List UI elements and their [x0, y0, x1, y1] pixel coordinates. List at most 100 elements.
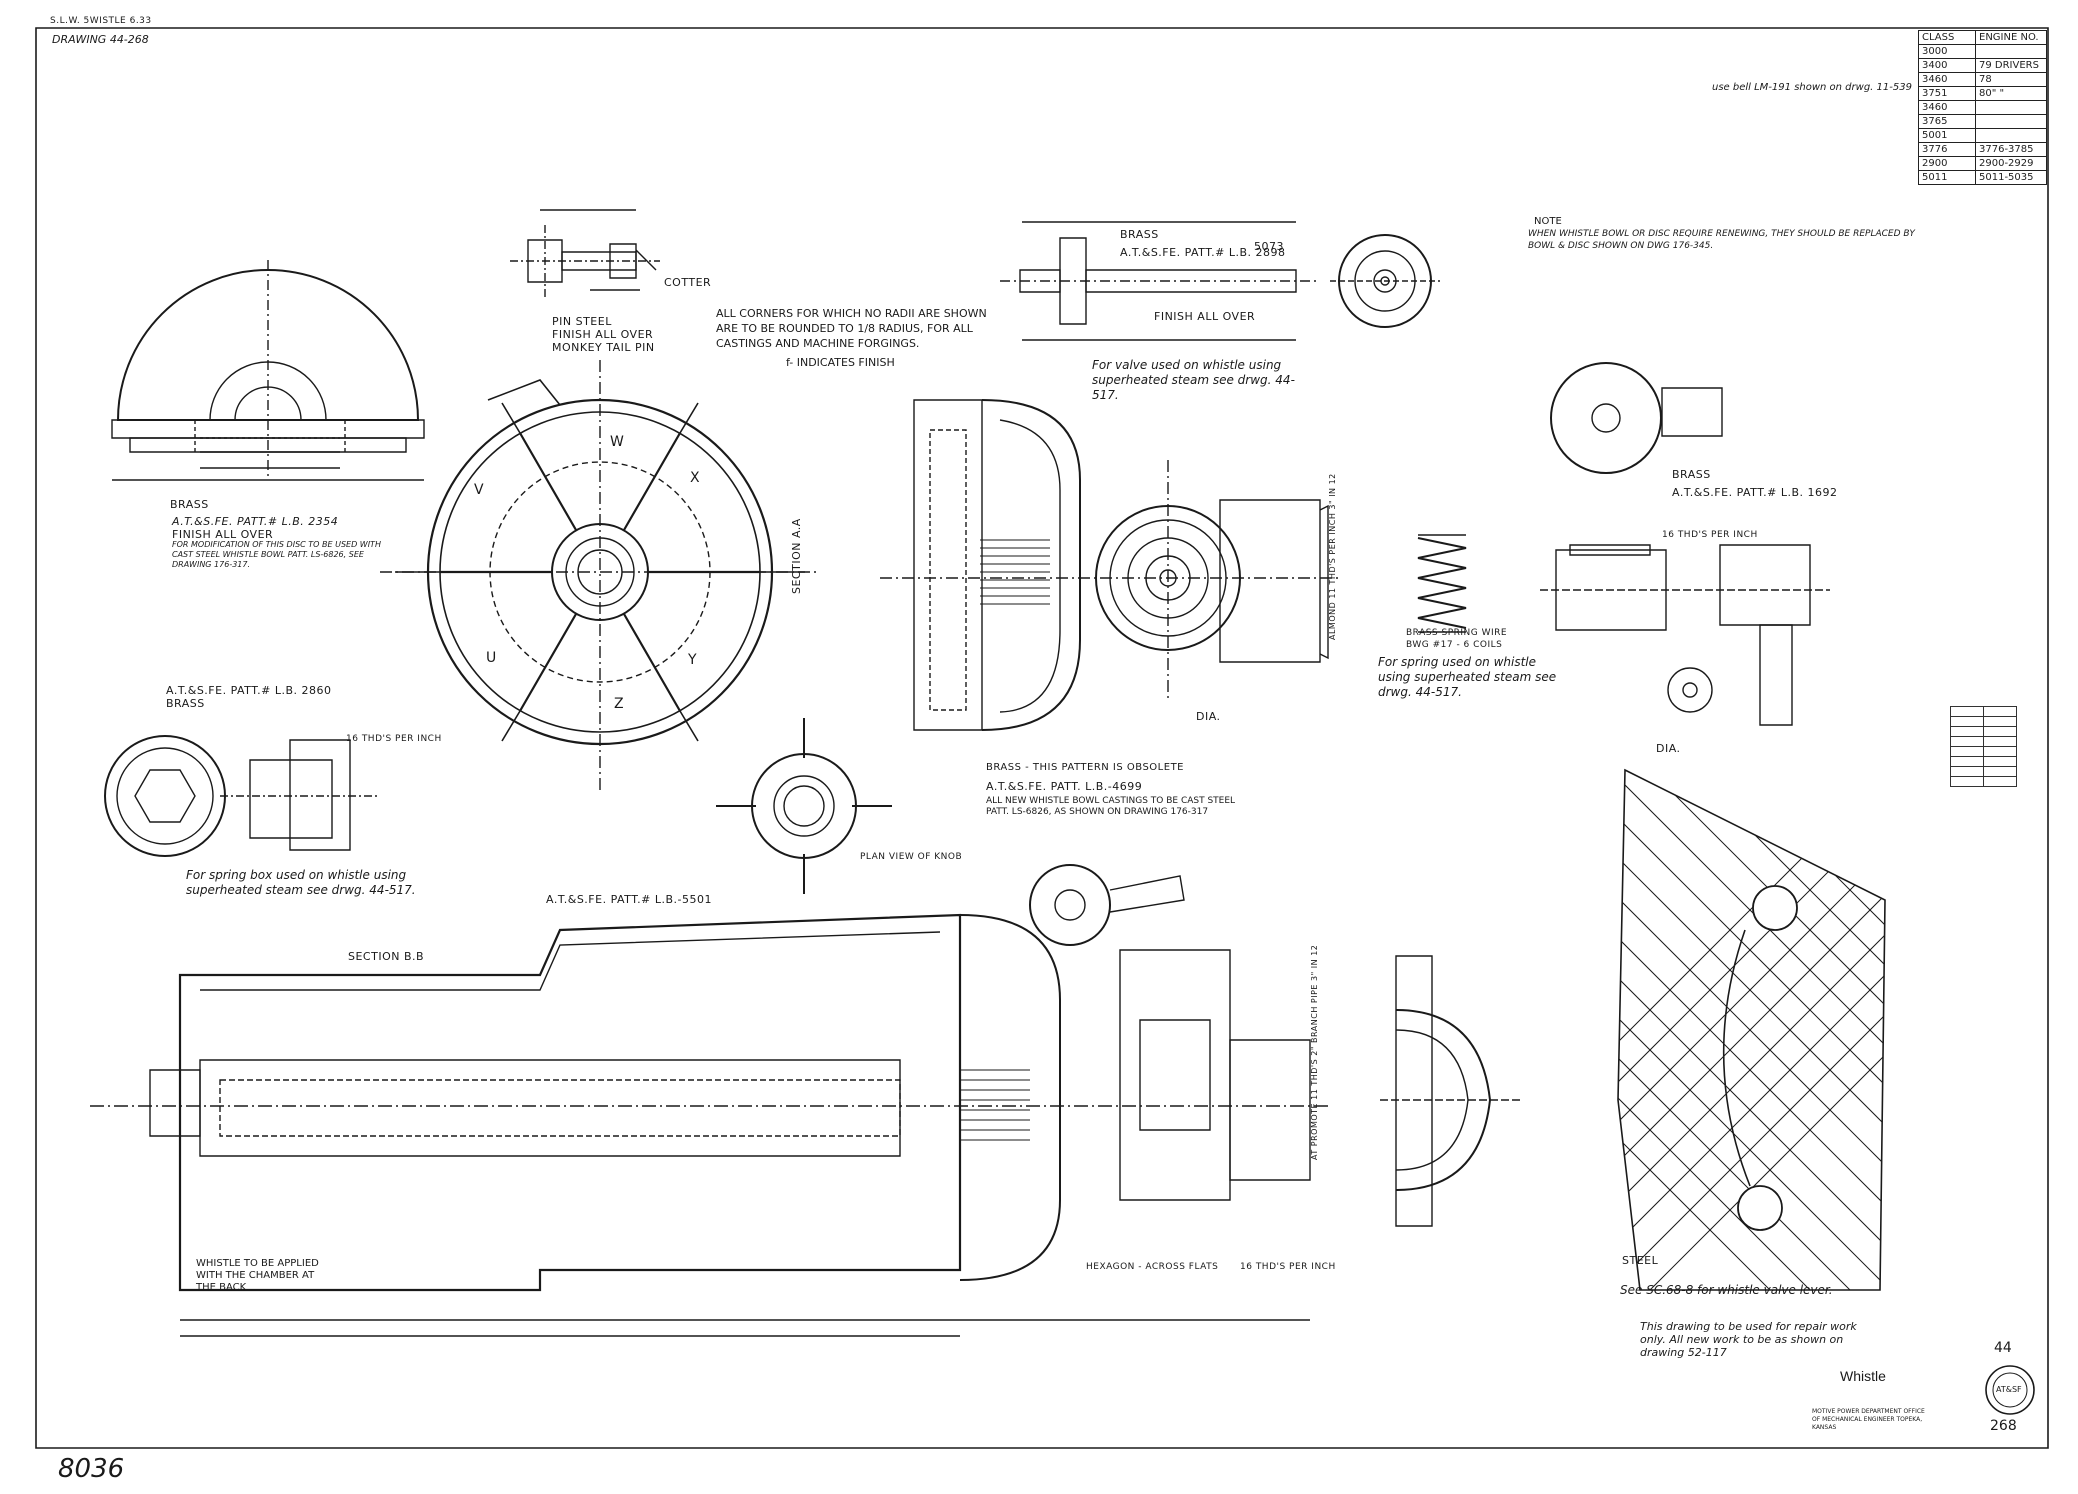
- knob-spider-view: [716, 718, 892, 894]
- class-cell: 3000: [1918, 44, 1976, 59]
- patt-4699-label: A.T.&S.FE. PATT. L.B.-4699: [986, 780, 1143, 793]
- class-header: CLASS: [1918, 30, 1976, 45]
- drawing-title: Whistle: [1840, 1368, 1886, 1384]
- engine-cell: 3776-3785: [1975, 142, 2047, 157]
- monkey-tail-pin-view: [510, 210, 660, 300]
- engine-cell: [1975, 44, 2047, 59]
- threads-right-label: 16 THD'S PER INCH: [1662, 530, 1758, 540]
- section-bb-view: [90, 865, 1330, 1336]
- spring-box-view: [105, 736, 380, 856]
- engine-cell: 79 DRIVERS: [1975, 58, 2047, 73]
- class-cell: 3460: [1918, 100, 1976, 115]
- brass-label-disc: BRASS: [170, 498, 209, 511]
- engine-cell: [1975, 100, 2047, 115]
- section-aa-label: SECTION A.A: [790, 518, 803, 594]
- engine-cell: 80" ": [1975, 86, 2047, 101]
- pin-finish-label: FINISH ALL OVER: [552, 328, 654, 341]
- table-row: 3765: [1918, 114, 2047, 129]
- patt-2898-label: A.T.&S.FE. PATT.# L.B. 2898: [1120, 246, 1286, 259]
- repair-note: This drawing to be used for repair work …: [1640, 1320, 1857, 1359]
- finish-all-over-valve-label: FINISH ALL OVER: [1154, 310, 1256, 323]
- plan-view-label: PLAN VIEW OF KNOB: [860, 852, 963, 862]
- class-cell: 5001: [1918, 128, 1976, 143]
- class-cell: 3776: [1918, 142, 1976, 157]
- sheet-number: 44: [1994, 1340, 2012, 1356]
- table-row: 3000: [1918, 44, 2047, 59]
- semicircle-disc-view: [112, 260, 424, 480]
- bell-note: use bell LM-191 shown on drwg. 11-539: [1712, 82, 1912, 93]
- threads-bb-label: 16 THD'S PER INCH: [1240, 1262, 1336, 1272]
- threads-springbox-label: 16 THD'S PER INCH: [346, 734, 442, 744]
- dia-label-right: DIA.: [1656, 742, 1681, 755]
- table-row: 5001: [1918, 128, 2047, 143]
- class-cell: 3751: [1918, 86, 1976, 101]
- engine-cell: 78: [1975, 72, 2047, 87]
- section-aa-view: [880, 400, 1340, 730]
- valve-side-view: [1000, 222, 1440, 340]
- bowl-castings-note: ALL NEW WHISTLE BOWL CASTINGS TO BE CAST…: [986, 796, 1236, 817]
- railroad-seal: [1986, 1366, 2034, 1414]
- finish-note: f- INDICATES FINISH: [786, 356, 895, 369]
- coil-spring-view: [1418, 535, 1466, 632]
- wheel-letter-u: U: [486, 650, 497, 666]
- dia-label-aa: DIA.: [1196, 710, 1221, 723]
- whistle-lever-casting-view: [1617, 768, 1886, 1291]
- engine-cell: 2900-2929: [1975, 156, 2047, 171]
- brass-label-springbox: BRASS: [166, 697, 205, 710]
- spring-bwg-label: BWG #17 - 6 COILS: [1406, 640, 1503, 650]
- brass-obsolete-label: BRASS - THIS PATTERN IS OBSOLETE: [986, 762, 1184, 773]
- seal-text: AT&SF: [1996, 1385, 2022, 1394]
- valve-lever-note: See SC.68-8 for whistle valve lever.: [1620, 1283, 1833, 1297]
- spring-wire-label: BRASS SPRING WIRE: [1406, 628, 1508, 638]
- engine-cell: [1975, 114, 2047, 129]
- revision-stamp-table: [1950, 706, 2017, 787]
- sheet-border: [36, 28, 2048, 1448]
- office-label: MOTIVE POWER DEPARTMENT OFFICE OF MECHAN…: [1812, 1408, 1925, 1431]
- wheel-letter-v: V: [474, 482, 484, 498]
- class-cell: 3460: [1918, 72, 1976, 87]
- finish-all-over-label: FINISH ALL OVER: [172, 528, 274, 541]
- patt-5501-label: A.T.&S.FE. PATT.# L.B.-5501: [546, 893, 712, 906]
- patt-2860-label: A.T.&S.FE. PATT.# L.B. 2860: [166, 684, 332, 697]
- branch-pipe-label: AT PROMOTE 11 THD'S 2" BRANCH PIPE 3" IN…: [1310, 944, 1319, 1160]
- sub-number: 268: [1990, 1418, 2017, 1434]
- engine-header: ENGINE NO.: [1975, 30, 2047, 45]
- class-cell: 2900: [1918, 156, 1976, 171]
- engine-cell: [1975, 128, 2047, 143]
- springbox-superheat-note: For spring box used on whistle using sup…: [186, 868, 416, 897]
- wheel-letter-y: Y: [688, 652, 697, 668]
- note-body: WHEN WHISTLE BOWL OR DISC REQUIRE RENEWI…: [1528, 229, 1915, 251]
- lever-body-views: [1540, 363, 1830, 725]
- engine-cell: 5011-5035: [1975, 170, 2047, 185]
- wheel-letter-x: X: [690, 470, 700, 486]
- table-row: 3460: [1918, 100, 2047, 115]
- pin-name-label: MONKEY TAIL PIN: [552, 341, 655, 354]
- spoked-disc-wheel-view: [380, 360, 820, 790]
- wheel-letter-z: Z: [614, 696, 624, 712]
- whistle-back-note: WHISTLE TO BE APPLIED WITH THE CHAMBER A…: [196, 1258, 319, 1293]
- corners-note: ALL CORNERS FOR WHICH NO RADII ARE SHOWN…: [716, 307, 987, 350]
- num-5073-label: 5073: [1254, 240, 1284, 253]
- disc-modification-note: FOR MODIFICATION OF THIS DISC TO BE USED…: [172, 540, 381, 569]
- class-cell: 3400: [1918, 58, 1976, 73]
- patt-2354-label: A.T.&S.FE. PATT.# L.B. 2354: [172, 515, 339, 528]
- note-title: NOTE: [1534, 216, 1562, 227]
- steel-label: STEEL: [1622, 1254, 1659, 1267]
- brass-label-valve: BRASS: [1120, 228, 1159, 241]
- class-cell: 3765: [1918, 114, 1976, 129]
- file-number: 8036: [58, 1454, 125, 1484]
- cotter-label: COTTER: [664, 276, 712, 289]
- patt-1692-label: A.T.&S.FE. PATT.# L.B. 1692: [1672, 486, 1838, 499]
- section-bb-label: SECTION B.B: [348, 950, 425, 963]
- class-cell: 5011: [1918, 170, 1976, 185]
- pipe-thread-label: ALMOND 11 THD'S PER INCH 3" IN 12: [1328, 473, 1337, 640]
- pin-steel-label: PIN STEEL: [552, 315, 612, 328]
- valve-superheat-note: For valve used on whistle using superhea…: [1092, 358, 1295, 402]
- wheel-letter-w: W: [610, 434, 624, 450]
